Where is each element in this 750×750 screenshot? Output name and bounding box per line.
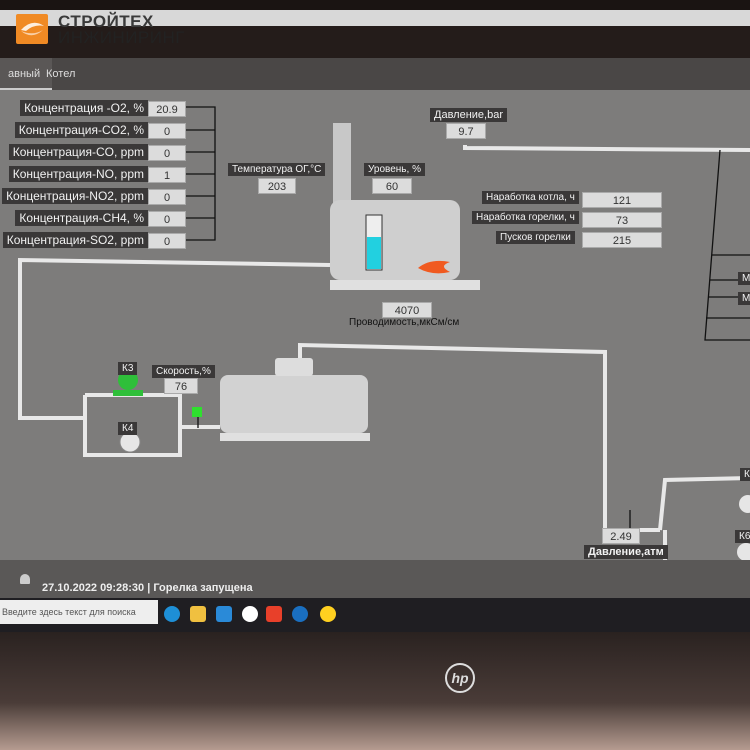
gas-label: Концентрация-CH4, % bbox=[15, 210, 148, 226]
pressure-value: 9.7 bbox=[446, 123, 486, 139]
pressure-label: Давление,bar bbox=[430, 108, 507, 122]
tab-boiler[interactable]: Котел bbox=[46, 68, 76, 80]
pump-k3-icon bbox=[118, 370, 138, 390]
header-bar bbox=[0, 26, 750, 58]
gas-label: Концентрация-NO, ppm bbox=[8, 166, 148, 182]
chimney bbox=[333, 123, 351, 203]
gas-value: 1 bbox=[148, 167, 186, 183]
tab-main[interactable]: авный bbox=[0, 58, 53, 90]
user-icon[interactable] bbox=[20, 574, 30, 584]
counter-label: Наработка котла, ч bbox=[482, 191, 579, 204]
gas-label: Концентрация-NO2, ppm bbox=[2, 188, 148, 204]
share-app-icon[interactable] bbox=[292, 606, 308, 622]
gas-value: 0 bbox=[148, 145, 186, 161]
counter-value: 73 bbox=[582, 212, 662, 228]
speed-value: 76 bbox=[164, 378, 198, 394]
status-text: 27.10.2022 09:28:30 | Горелка запущена bbox=[42, 582, 253, 594]
star-app-icon[interactable] bbox=[320, 606, 336, 622]
temp-label: Температура ОГ,°С bbox=[228, 163, 326, 176]
browser-title-strip bbox=[0, 10, 750, 26]
outlet-pressure-label: Давление,атм bbox=[584, 545, 668, 559]
logo-line2: ИНЖИНИРИНГ bbox=[58, 28, 185, 47]
temp-value: 203 bbox=[258, 178, 296, 194]
logo-icon bbox=[16, 14, 48, 44]
right-label-m1: М bbox=[738, 272, 750, 285]
gas-label: Концентрация-CO2, % bbox=[14, 122, 148, 138]
mail-icon[interactable] bbox=[216, 606, 232, 622]
pump-k6-label: К6 bbox=[735, 530, 750, 543]
pump-k4-icon bbox=[119, 431, 141, 453]
gas-label: Концентрация-CO, ppm bbox=[8, 144, 148, 160]
right-label-m2: М bbox=[738, 292, 750, 305]
gas-value: 20.9 bbox=[148, 101, 186, 117]
status-message: Горелка запущена bbox=[153, 582, 253, 594]
gas-value: 0 bbox=[148, 123, 186, 139]
gas-label: Концентрация-SO2, ppm bbox=[2, 232, 148, 248]
flame-icon bbox=[418, 260, 450, 274]
gas-label: Концентрация -O2, % bbox=[20, 100, 148, 116]
app-icon[interactable] bbox=[242, 606, 258, 622]
level-value: 60 bbox=[372, 178, 412, 194]
gas-panel: Концентрация -O2, % 20.9 Концентрация-CO… bbox=[2, 98, 190, 258]
laptop-bezel bbox=[0, 632, 750, 750]
speed-label: Скорость,% bbox=[152, 365, 215, 378]
pump-right-label: К bbox=[740, 468, 750, 481]
level-label: Уровень, % bbox=[364, 163, 425, 176]
valve-indicator bbox=[192, 407, 202, 417]
counter-value: 121 bbox=[582, 192, 662, 208]
explorer-icon[interactable] bbox=[190, 606, 206, 622]
counter-label: Наработка горелки, ч bbox=[472, 211, 579, 224]
logo-line1: СТРОЙТЕХ bbox=[58, 12, 154, 31]
tank-body bbox=[220, 375, 368, 433]
mnemonic-screen: Концентрация -O2, % 20.9 Концентрация-CO… bbox=[0, 90, 750, 560]
status-bar bbox=[0, 560, 750, 600]
outlet-pressure-value: 2.49 bbox=[602, 528, 640, 544]
edge-icon[interactable] bbox=[164, 606, 180, 622]
pump-k3-label: К3 bbox=[118, 362, 138, 375]
tab-bar: авный Котел bbox=[0, 58, 750, 90]
status-separator: | bbox=[147, 582, 151, 594]
counter-value: 215 bbox=[582, 232, 662, 248]
gas-value: 0 bbox=[148, 189, 186, 205]
boiler-body bbox=[330, 200, 460, 280]
counter-label: Пусков горелки bbox=[496, 231, 575, 244]
pump-k4-label: К4 bbox=[118, 422, 138, 435]
level-fill bbox=[367, 237, 381, 269]
gas-value: 0 bbox=[148, 233, 186, 249]
hp-logo: hp bbox=[445, 663, 475, 693]
recorder-icon[interactable] bbox=[266, 606, 282, 622]
taskbar-search-input[interactable]: Введите здесь текст для поиска bbox=[0, 600, 158, 624]
conductivity-value: 4070 bbox=[382, 302, 432, 318]
status-datetime: 27.10.2022 09:28:30 bbox=[42, 582, 145, 594]
gas-value: 0 bbox=[148, 211, 186, 227]
conductivity-label: Проводимость,мкСм/см bbox=[349, 317, 460, 328]
